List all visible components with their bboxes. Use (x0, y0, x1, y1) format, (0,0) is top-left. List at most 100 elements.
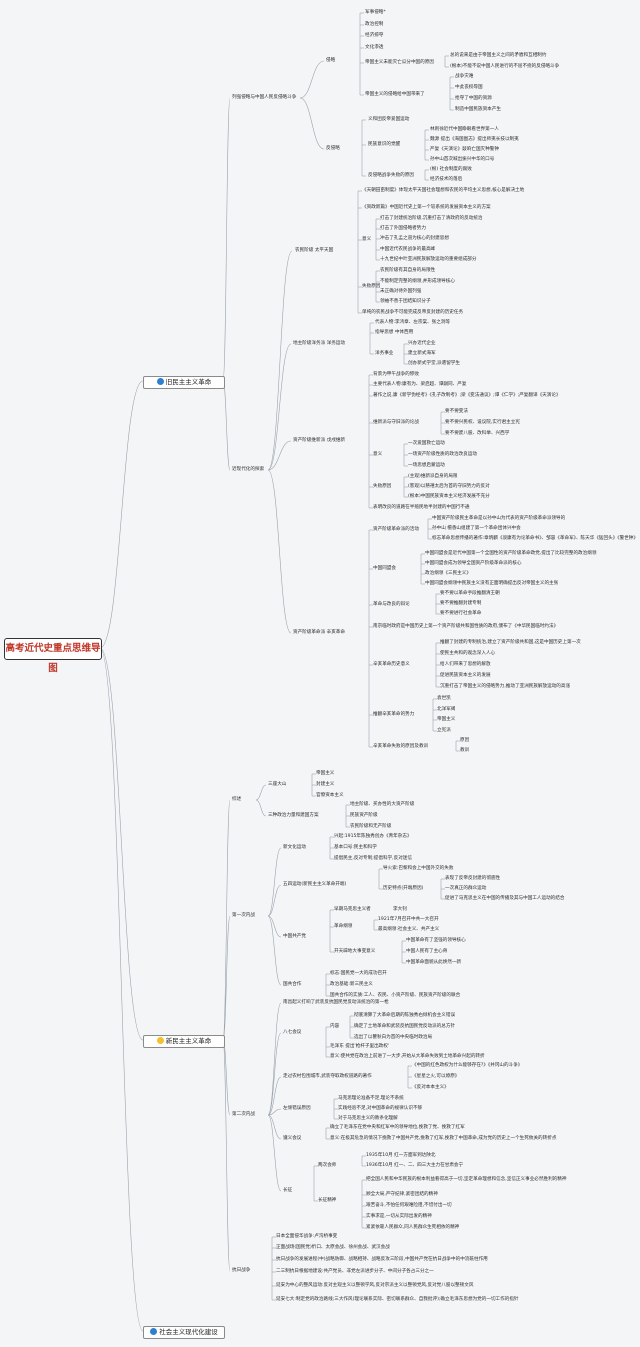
connector-line (267, 1032, 282, 1116)
leaf: 原因 (460, 738, 470, 743)
leaf: 政治纲领《三民主义》 (425, 571, 471, 576)
node-reform-1898[interactable]: 资产阶级维新派 戊戌维新 (293, 438, 345, 443)
node-tongmenghui[interactable]: 中国同盟会 (373, 566, 396, 571)
connector-line (222, 380, 231, 471)
node-significance[interactable]: 意义 (362, 237, 372, 242)
leaf: 标志:国民党一大的成功召开 (330, 971, 387, 976)
leaf: 官僚资本主义 (316, 793, 344, 798)
leaf: (根本)中国民族资本主义经济发展不充分 (408, 494, 490, 499)
node-self-strengthening[interactable]: 地主阶级洋务派 洋务运动 (293, 341, 345, 346)
node-resistance[interactable]: 反侵略 (326, 146, 340, 151)
leaf: 林则徐近代中国睁眼看世界第一人 (430, 127, 499, 132)
leaf: 兴办近代企业 (408, 341, 436, 346)
connector-line (267, 469, 292, 634)
leaf: 袁世凯 (437, 696, 451, 701)
leaf: 帝国主义 (316, 771, 335, 776)
leaf: 孙中山首次喊出振兴中华的口号 (430, 157, 495, 162)
leaf: 意义:使共党在政治上前进了一大步,开始从大革命失败到土地革命兴起的转折 (330, 1054, 485, 1059)
leaf: 意义:在极其危急的情况下挽救了中国共产党,挽救了红军,挽救了中国革命,成为党的历… (330, 1136, 557, 1141)
connector-line (267, 343, 292, 471)
leaf: 背景为甲午战争的惨败 (373, 372, 419, 377)
node-failure-reason[interactable]: 反侵略战争失败的原因 (368, 173, 414, 178)
leaf: 中国同盟会纲领中民族主义没有正面明确提出反对帝国主义的主张 (425, 581, 559, 586)
node-left-errors[interactable]: 左倾错误原因 (283, 1106, 311, 1111)
branch-modernization[interactable]: 近现代化的探索 (232, 467, 265, 472)
node-failure-lessons[interactable]: 辛亥革命失败的原因及教训 (373, 744, 429, 749)
node-invasion-effects[interactable]: 帝国主义的侵略给中国带来了 (365, 92, 425, 97)
node-may-fourth[interactable]: 五四运动(新民主主义革命开端) (283, 882, 347, 887)
connector-line (222, 1039, 231, 1272)
leaf: 中国革命面貌从此焕然一新 (406, 960, 462, 965)
connector-line (267, 884, 282, 917)
leaf: 《中国的红色政权为什么能够存在?》《井冈山的斗争》 (412, 1063, 523, 1068)
node-national-awakening[interactable]: 民族意识的觉醒 (368, 142, 401, 147)
leaf: 打击了外国侵略者势力 (380, 226, 426, 231)
connector-line (267, 1114, 282, 1140)
leaf: 军事侵略* (365, 10, 386, 15)
node-significance[interactable]: 意义 (373, 452, 383, 457)
node-new-culture[interactable]: 新文化运动 (283, 845, 306, 850)
topic-socialist-modernization[interactable]: 社会主义现代化建设 (143, 1326, 225, 1339)
node-epoch-significance[interactable]: 开天辟地大事变意义 (334, 949, 376, 954)
leaf: 《星星之火,可以燎原》 (412, 1074, 460, 1079)
node-mao-works[interactable]: 走过农村包围城市,武装夺取政权道路的著作 (283, 1074, 372, 1079)
leaf: (根本)不能不说中国人民进行的不屈不挠的反侵略斗争 (450, 64, 560, 69)
node-kmt-ccp-cooperation[interactable]: 国共合作 (283, 982, 302, 987)
leaf: 使民主共和的观念深入人心 (440, 651, 496, 656)
branch-overview[interactable]: 综述 (232, 797, 242, 802)
branch-second-civil-war[interactable]: 第二次内战 (232, 1112, 255, 1117)
node-long-march[interactable]: 长征 (283, 1188, 293, 1193)
leaf: 《天朝田亩制度》体现太平天国社会理想和农民的平均主义思想,核心是解决土地 (362, 188, 525, 193)
leaf: 确立了毛泽东在党中央和红军中的领导地位,挽救了党、挽救了红军 (330, 1125, 465, 1130)
node-revolutionary-program[interactable]: 革命纲领 (334, 924, 353, 929)
node-content[interactable]: 内容 (330, 1024, 340, 1029)
node-may-fourth-features[interactable]: 历史特点(开端原因) (383, 886, 424, 891)
node-yangwu-undertakings[interactable]: 洋务事业 (375, 351, 394, 356)
node-long-march-spirit[interactable]: 长征精神 (318, 1198, 337, 1203)
leaf: 中国革命有了坚强的领导核心 (406, 938, 466, 943)
leaf: 未正确对待外国列强 (380, 289, 422, 294)
connector-line (299, 97, 325, 150)
node-august-seventh-meeting[interactable]: 八七会议 (283, 1030, 302, 1035)
connector-line (99, 647, 144, 1332)
node-xinhai-significance[interactable]: 辛亥革命历史意义 (373, 662, 410, 667)
branch-first-civil-war[interactable]: 第一次内战 (232, 913, 255, 918)
node-three-mountains[interactable]: 三座大山 (268, 782, 287, 787)
leaf: 选出了以瞿秋白为首的中央临时政治局 (354, 1035, 433, 1040)
leaf: 一次真正的群众运动 (445, 886, 487, 891)
leaf: 总的说来是由于帝国主义之间的矛盾和互相制约 (450, 53, 547, 58)
blue-circle-icon (150, 1328, 158, 1335)
leaf: 南昌起义打响了武装反抗国民党反动派统治的第一枪 (283, 1000, 389, 1005)
node-two-junctions[interactable]: 两次会师 (318, 1163, 337, 1168)
branch-invasion-resistance[interactable]: 列强侵略与中国人民反侵略斗争 (232, 95, 297, 100)
node-xinhai-revolution[interactable]: 资产阶级革命派 辛亥革命 (293, 630, 345, 635)
leaf: 建立新式海军 (408, 351, 436, 356)
node-revolution-reform-debate[interactable]: 革命与改良的辩论 (373, 602, 410, 607)
leaf: 帝国主义 (437, 717, 456, 722)
node-ccp[interactable]: 中国共产党 (283, 934, 306, 939)
leaf: 要不要以革命手段推翻清王朝 (440, 591, 500, 596)
leaf: 李大钊 (393, 907, 407, 912)
leaf: 一场资产阶级性质的政治改良运动 (408, 452, 477, 457)
node-zunyi-meeting[interactable]: 遵义会议 (283, 1136, 302, 1141)
node-invasion[interactable]: 侵略 (326, 58, 336, 63)
root-topic[interactable]: 高考近代史重点思维导图 (4, 638, 102, 674)
blue-circle-icon (156, 378, 164, 385)
leaf: 正面战场(国民党)忻口、太原会战、徐州会战、武汉会战 (276, 1245, 390, 1250)
node-three-forces[interactable]: 三种政治力量和建国方案 (268, 813, 319, 818)
node-failure[interactable]: 失败原因 (362, 284, 381, 289)
node-revolutionary-activities[interactable]: 资产阶级革命派的活动 (373, 527, 419, 532)
branch-anti-japanese-war[interactable]: 抗日战争 (232, 1268, 251, 1273)
leaf: 文化渗透 (365, 45, 384, 50)
node-not-partitioned-reason[interactable]: 帝国主义未能灭亡瓜分中国的原因 (365, 60, 434, 65)
connector-line (267, 1114, 282, 1192)
node-failure[interactable]: 失败原因 (373, 484, 392, 489)
node-reform-debate[interactable]: 维新派与守旧派的论战 (373, 420, 419, 425)
leaf: 促进了马克思主义在中国的传播及其与中国工人运动的结合 (445, 896, 565, 901)
topic-old-democratic-revolution[interactable]: 旧民主主义革命 (143, 376, 225, 389)
node-counter-forces[interactable]: 推翻辛亥革命的势力 (373, 712, 415, 717)
topic-new-democratic-revolution[interactable]: 新民主主义革命 (143, 1035, 225, 1048)
node-taiping[interactable]: 农民阶级 太平天国 (295, 248, 334, 253)
leaf: 中国同盟会是近代中国第一个全国性的资产阶级革命政党,提出了比较完整的政治纲领 (425, 551, 597, 556)
